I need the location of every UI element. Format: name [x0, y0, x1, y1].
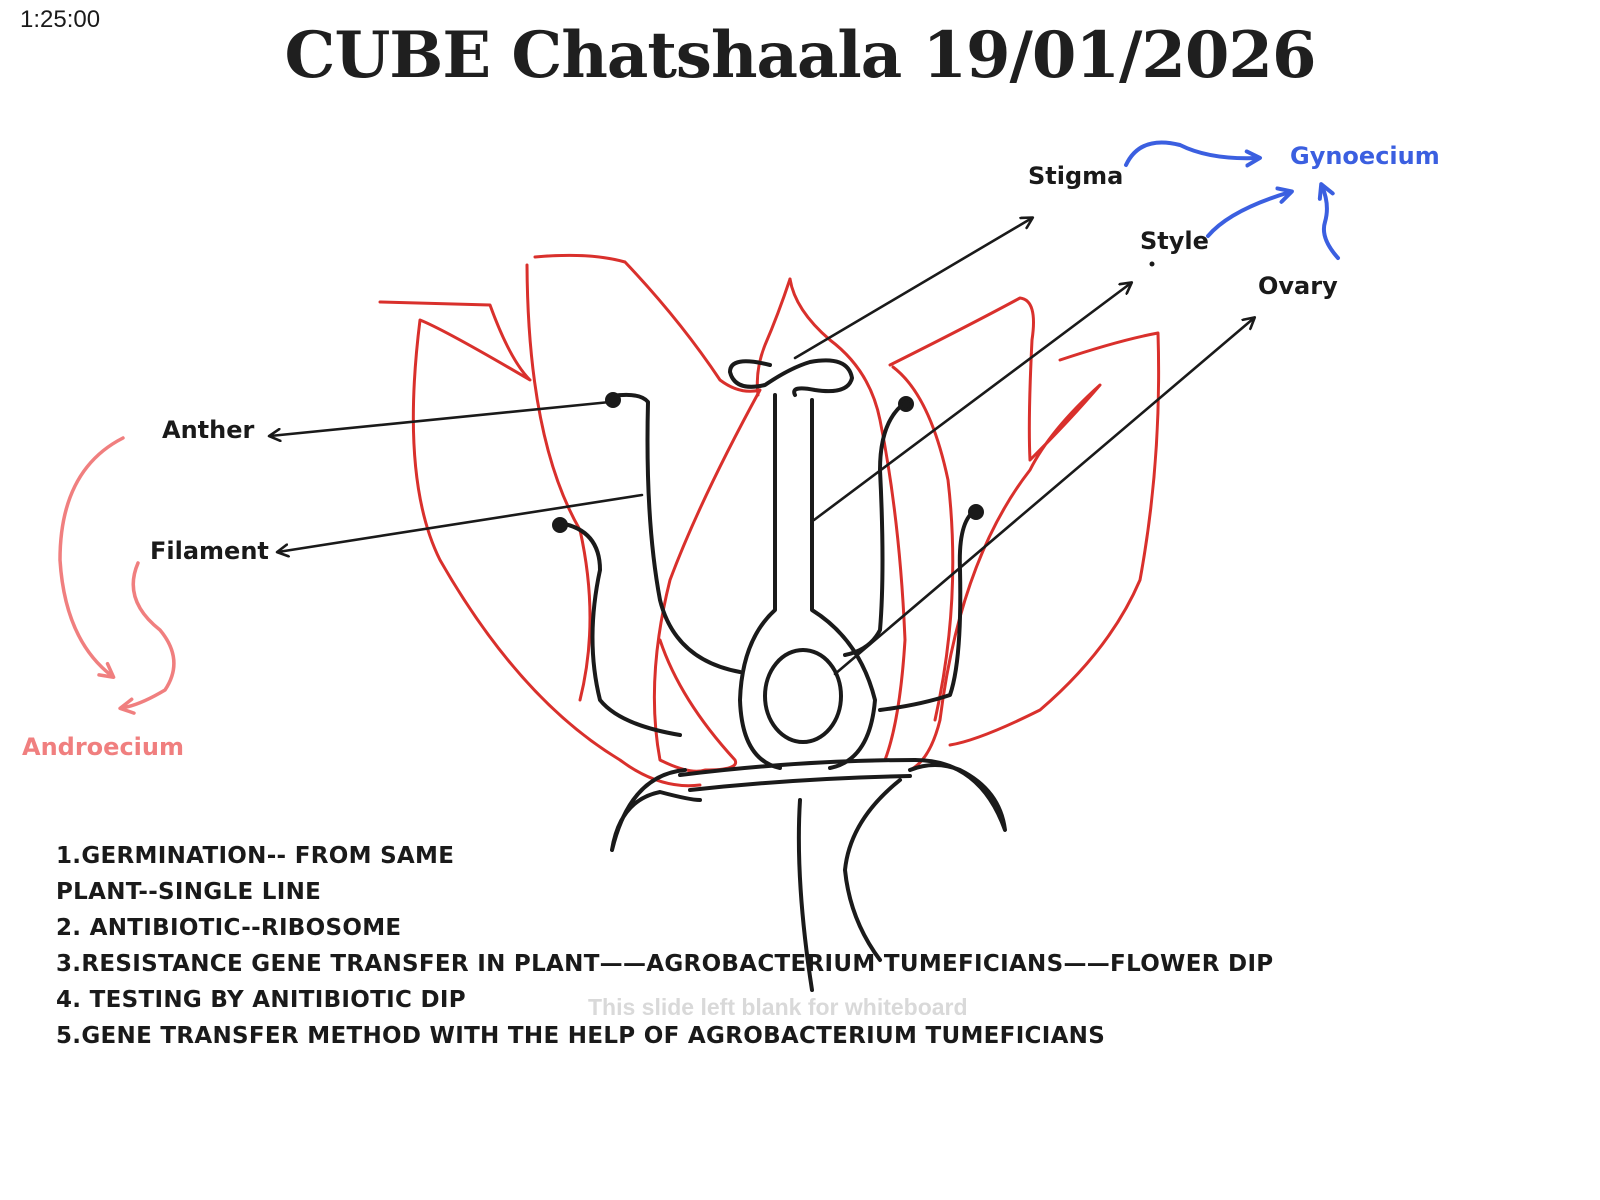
arrow-style-to-gynoecium: [1206, 186, 1294, 238]
petal-center-pointed: [788, 277, 907, 762]
style-left-wall: [738, 393, 782, 770]
anther-right-short: [968, 504, 984, 520]
note-line: 1.GERMINATION-- FROM SAME: [56, 843, 455, 869]
arrow-filament: [278, 493, 644, 552]
gynoecium-arrows: [1124, 140, 1340, 260]
note-line: 3.RESISTANCE GENE TRANSFER IN PLANT——AGR…: [56, 951, 1274, 977]
note-line: 5.GENE TRANSFER METHOD WITH THE HELP OF …: [56, 1023, 1106, 1049]
arrow-style: [812, 283, 1131, 522]
label-style: Style: [1140, 227, 1209, 255]
arrow-ovary-to-gynoecium: [1317, 182, 1340, 260]
notes-list: 1.GERMINATION-- FROM SAME PLANT--SINGLE …: [56, 838, 1273, 1054]
petal-center-left-edge: [755, 277, 792, 397]
stamen-left-short: [558, 521, 682, 737]
anther-left-tall: [605, 392, 621, 408]
petal-right-inner-curve: [891, 365, 955, 722]
sepal-right: [908, 758, 1007, 832]
arrow-anther-to-androecium: [58, 436, 125, 679]
label-androecium: Androecium: [22, 733, 184, 761]
petal-right-outer: [948, 331, 1161, 747]
label-anther: Anther: [162, 416, 255, 444]
label-arrows: [270, 218, 1254, 676]
label-stigma: Stigma: [1028, 162, 1124, 190]
arrow-filament-to-androecium: [118, 561, 176, 715]
label-ovary: Ovary: [1258, 272, 1338, 300]
stamen-right-short: [878, 508, 978, 712]
note-line: 2. ANTIBIOTIC--RIBOSOME: [56, 915, 402, 941]
slide-title: CUBE Chatshaala 19/01/2026: [284, 18, 1317, 93]
label-gynoecium: Gynoecium: [1290, 142, 1440, 170]
arrow-anther: [270, 400, 612, 436]
petal-left-tall: [533, 253, 762, 773]
ovary-shape: [763, 648, 843, 744]
arrow-ovary: [833, 318, 1254, 676]
petals: [378, 253, 1161, 788]
flower-stalk-right: [843, 778, 902, 962]
petal-left-inner: [525, 263, 592, 702]
note-line: PLANT--SINGLE LINE: [56, 879, 322, 905]
anther-right-tall: [898, 396, 914, 412]
anther-left-short: [552, 517, 568, 533]
flower-stalk: [796, 798, 814, 992]
petal-outer-left: [378, 300, 702, 788]
blank-slide-note: This slide left blank for whiteboard: [588, 994, 968, 1020]
petal-right-mid: [888, 296, 1102, 772]
receptacle-lower: [688, 774, 912, 792]
androecium-arrows: [58, 436, 176, 715]
arrow-stigma-to-gynoecium: [1124, 140, 1262, 168]
arrow-stigma: [793, 218, 1032, 360]
timer-readout: 1:25:00: [20, 6, 101, 33]
sepal-left: [610, 768, 702, 852]
stigma-shape: [728, 358, 854, 397]
style-dot: [1149, 261, 1155, 267]
note-line: 4. TESTING BY ANITIBIOTIC DIP: [56, 987, 466, 1013]
flower-structure: [552, 358, 1007, 992]
stamen-left-tall: [610, 392, 742, 674]
style-right-wall: [810, 398, 877, 770]
receptacle: [678, 758, 917, 777]
label-filament: Filament: [150, 537, 269, 565]
